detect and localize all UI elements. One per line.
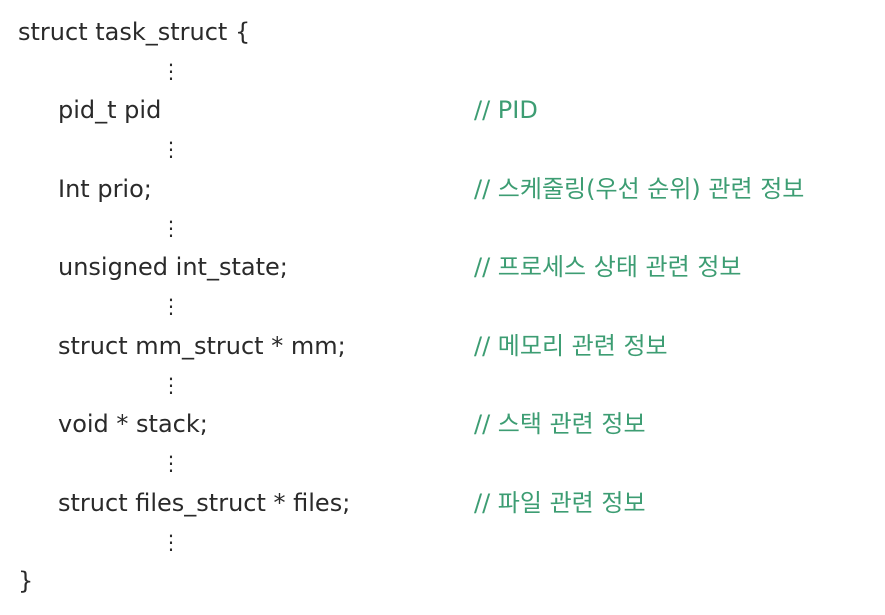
struct-declaration-line: struct task_struct { — [18, 18, 251, 46]
omitted-lines-ellipsis: ⋮ — [161, 216, 181, 240]
field-prio-code: Int prio; — [58, 175, 152, 203]
omitted-lines-ellipsis: ⋮ — [161, 530, 181, 554]
struct-closing-brace: } — [18, 567, 34, 595]
field-state-comment: // 프로세스 상태 관련 정보 — [474, 253, 742, 281]
omitted-lines-ellipsis: ⋮ — [161, 373, 181, 397]
field-state-code: unsigned int_state; — [58, 253, 288, 281]
field-mm-comment: // 메모리 관련 정보 — [474, 332, 668, 360]
field-pid-comment: // PID — [474, 96, 538, 124]
omitted-lines-ellipsis: ⋮ — [161, 294, 181, 318]
omitted-lines-ellipsis: ⋮ — [161, 137, 181, 161]
field-stack-code: void * stack; — [58, 410, 208, 438]
omitted-lines-ellipsis: ⋮ — [161, 59, 181, 83]
field-mm-code: struct mm_struct * mm; — [58, 332, 346, 360]
field-stack-comment: // 스택 관련 정보 — [474, 410, 646, 438]
omitted-lines-ellipsis: ⋮ — [161, 451, 181, 475]
field-files-comment: // 파일 관련 정보 — [474, 489, 646, 517]
field-pid-code: pid_t pid — [58, 96, 162, 124]
field-files-code: struct files_struct * files; — [58, 489, 351, 517]
field-prio-comment: // 스케줄링(우선 순위) 관련 정보 — [474, 175, 805, 203]
